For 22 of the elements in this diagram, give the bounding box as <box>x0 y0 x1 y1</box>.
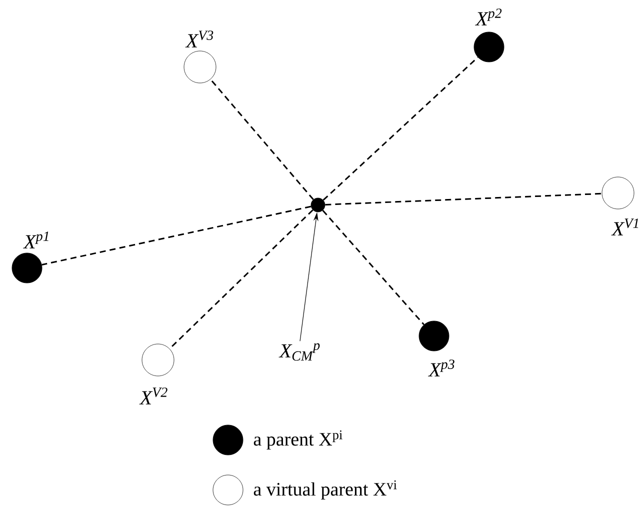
point-circle <box>418 320 450 352</box>
point-label: X$^{p1}$ <box>23 232 48 248</box>
point-label: X$^{V1}$ <box>611 218 638 236</box>
legend-text: a parent X$^{pi}$ <box>254 430 342 450</box>
point-label: X$^{V2}$ <box>139 388 168 404</box>
point-circle <box>310 198 326 212</box>
point-circle <box>474 32 504 62</box>
legend-text: a virtual parent X$^{vi}$ <box>254 480 397 500</box>
point-circle <box>602 176 634 210</box>
dashed-line <box>325 192 602 206</box>
dashed-line <box>322 56 478 201</box>
dashed-line <box>322 210 424 326</box>
point-label: X$^{p2}$ <box>474 8 502 26</box>
point-label: X$^{V3}$ <box>185 30 214 48</box>
dashed-line <box>210 78 314 200</box>
dashed-line <box>169 209 314 350</box>
point-label: X$^{p3}$ <box>428 360 454 376</box>
dashed-line <box>42 206 312 266</box>
point-circle <box>184 50 216 84</box>
point-circle <box>12 252 42 284</box>
point-circle <box>142 344 174 376</box>
point-label: X$_{CM}$p <box>278 343 320 361</box>
